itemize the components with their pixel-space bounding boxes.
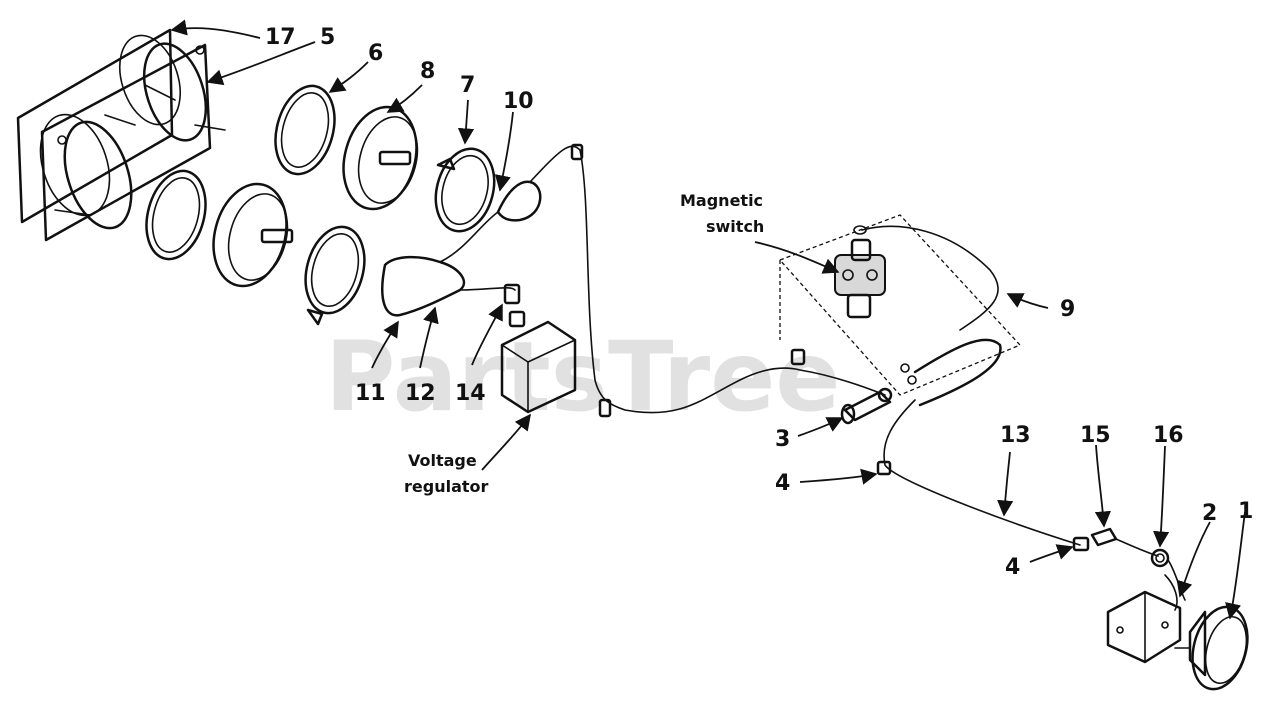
connector-near-regulator xyxy=(598,398,612,418)
callout-10: 10 xyxy=(503,89,534,114)
label-voltage-regulator-line2: regulator xyxy=(404,477,489,496)
label-magnetic-switch-line1: Magnetic xyxy=(680,191,763,210)
key-switch-part-3 xyxy=(840,387,893,425)
clip-part-4-upper xyxy=(876,460,892,476)
ring-part-6-upper-inner xyxy=(280,92,330,168)
leader-lines xyxy=(170,19,1246,620)
wire-part-13 xyxy=(883,399,1081,546)
callout-4-upper: 4 xyxy=(775,471,790,496)
harness-part-12 xyxy=(381,255,466,317)
label-magnetic-switch-line2: switch xyxy=(706,217,764,236)
ring-part-6-upper xyxy=(274,84,336,176)
harness-part-10 xyxy=(496,180,542,222)
callout-2: 2 xyxy=(1202,501,1217,526)
clip-part-4-lower xyxy=(1072,536,1090,552)
magnetic-switch xyxy=(834,238,886,319)
callout-14: 14 xyxy=(455,381,486,406)
ring-part-6-lower-inner xyxy=(151,177,201,253)
main-wire xyxy=(579,149,886,414)
callout-12: 12 xyxy=(405,381,436,406)
label-voltage-regulator-line1: Voltage xyxy=(408,451,477,470)
callout-16: 16 xyxy=(1153,423,1184,448)
light-bracket-part-2 xyxy=(1106,559,1186,664)
magnetic-switch-assembly xyxy=(778,214,1022,407)
clip-part-14 xyxy=(503,283,521,305)
callout-4-lower: 4 xyxy=(1005,555,1020,580)
voltage-regulator xyxy=(500,310,577,414)
gauge-part-8-upper xyxy=(342,105,419,211)
callout-6: 6 xyxy=(368,41,383,66)
grommet-part-16 xyxy=(1150,548,1170,568)
watermark: PartsTree xyxy=(325,321,840,433)
ring-part-6-lower xyxy=(145,169,207,261)
callout-9: 9 xyxy=(1060,297,1075,322)
callout-1: 1 xyxy=(1238,499,1253,524)
callout-8: 8 xyxy=(420,59,435,84)
bezel-part-5 xyxy=(40,42,226,242)
callout-13: 13 xyxy=(1000,423,1031,448)
callout-11: 11 xyxy=(355,381,386,406)
gauge-part-8-lower xyxy=(212,182,294,288)
callout-15: 15 xyxy=(1080,423,1111,448)
callout-17: 17 xyxy=(265,25,296,50)
bracket-part-7-upper xyxy=(434,147,496,233)
connector-wire-end xyxy=(570,143,584,161)
connector-part-15 xyxy=(1090,527,1118,547)
callout-5: 5 xyxy=(320,25,335,50)
lamp-part-1 xyxy=(1174,605,1249,691)
bracket-part-7-lower xyxy=(304,225,366,326)
callout-3: 3 xyxy=(775,427,790,452)
callout-7: 7 xyxy=(460,73,475,98)
